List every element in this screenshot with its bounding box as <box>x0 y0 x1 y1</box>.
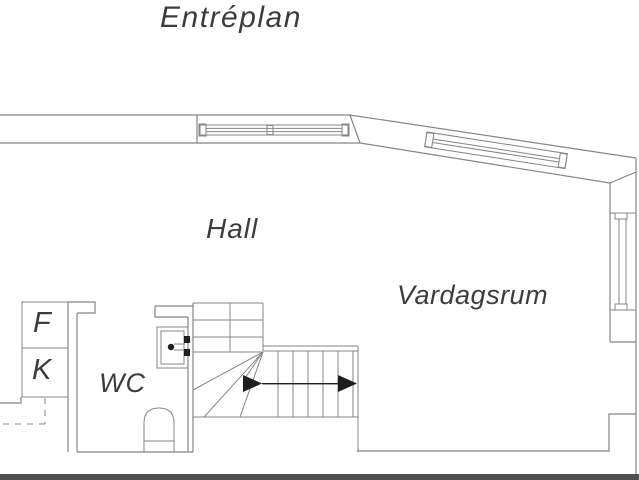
exterior-wall-right <box>609 158 637 474</box>
room-label-hall: Hall <box>206 213 259 244</box>
exterior-wall-top <box>0 114 637 184</box>
sink-icon <box>156 326 190 369</box>
window-right-icon <box>610 212 636 311</box>
window-diagonal-icon <box>424 131 568 170</box>
kitchen-dashed-counter <box>3 398 46 425</box>
appliance-label-k: K <box>32 354 52 386</box>
room-label-vardagsrum: Vardagsrum <box>397 280 549 310</box>
bottom-band <box>0 474 639 480</box>
window-top-icon <box>198 123 350 137</box>
stair-direction-arrows <box>243 375 357 392</box>
wall-vardagsrum-bottom <box>357 413 636 452</box>
staircase <box>192 302 359 452</box>
appliance-label-f: F <box>33 307 51 339</box>
toilet-icon <box>143 407 175 452</box>
room-label-wc: WC <box>99 368 146 398</box>
kitchen-wall <box>0 301 96 452</box>
page-title: Entréplan <box>160 1 302 34</box>
